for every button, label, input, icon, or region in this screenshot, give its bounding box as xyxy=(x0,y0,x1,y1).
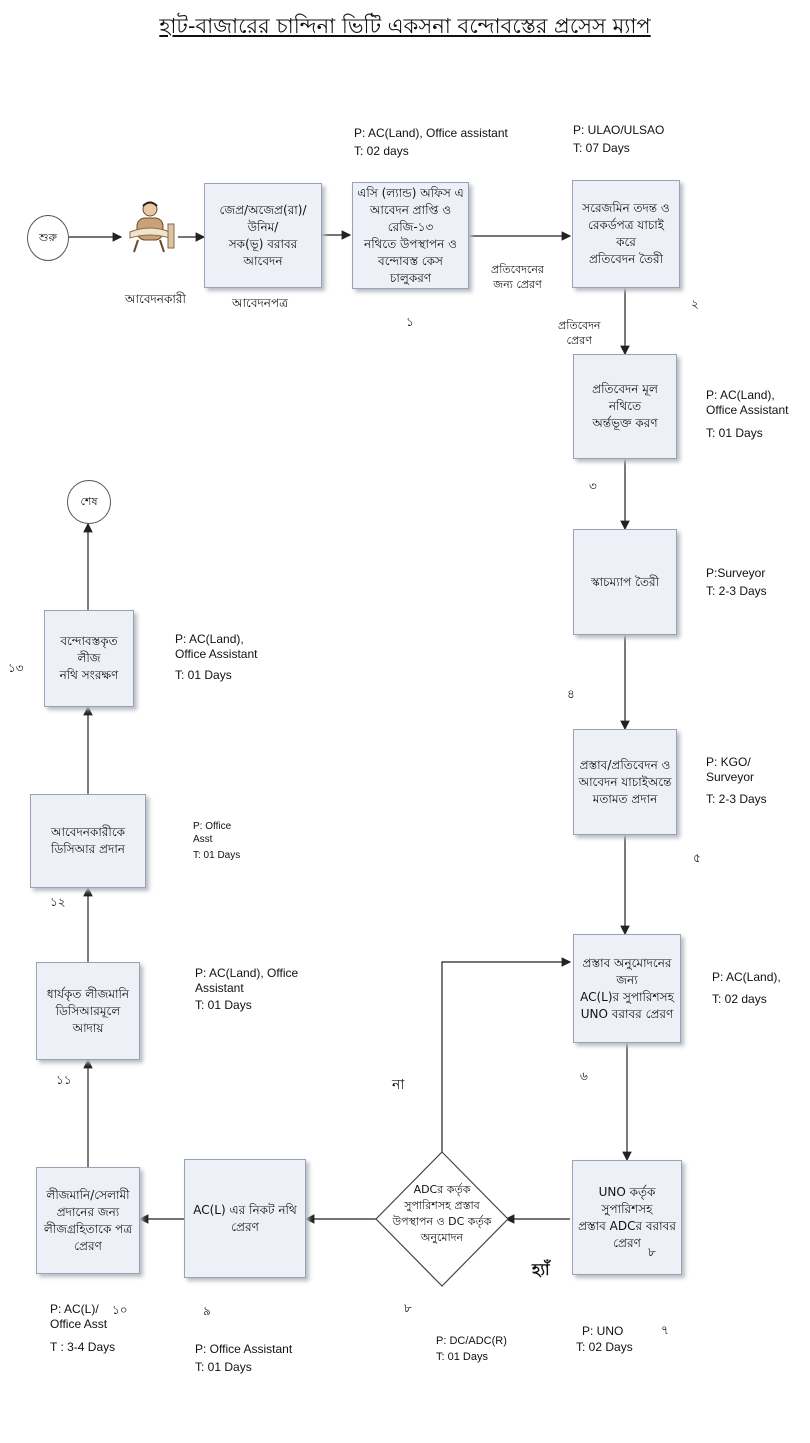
step-12-number: ১২ xyxy=(50,895,66,909)
step-13-box: বন্দোবস্তকৃত লীজ নথি সংরক্ষণ xyxy=(44,610,134,707)
step-9-person: P: Office Assistant xyxy=(195,1342,293,1356)
step-10-box: লীজমানি/সেলামী প্রদানের জন্য লীজগ্রহিতাক… xyxy=(36,1167,140,1274)
step-11-number: ১১ xyxy=(56,1073,72,1087)
step-8-person: P: DC/ADC(R) xyxy=(436,1335,507,1347)
decision-no-label: না xyxy=(392,1077,405,1093)
step-9-number: ৯ xyxy=(203,1304,211,1318)
step-2-box: সরেজমিন তদন্ত ও রেকর্ডপত্র যাচাই করে প্র… xyxy=(572,180,680,288)
step-7-time: T: 02 Days xyxy=(576,1340,633,1354)
step-10-time: T : 3-4 Days xyxy=(50,1340,116,1354)
step-13-number: ১৩ xyxy=(8,661,24,675)
step-5-time: T: 2-3 Days xyxy=(706,792,767,806)
step-1-box: এসি (ল্যান্ড) অফিস এ আবেদন প্রাপ্তি ও রে… xyxy=(352,182,469,289)
title: হাট-বাজারের চান্দিনা ভিটি একসনা বন্দোবস্… xyxy=(159,14,651,38)
step-7-box: UNO কর্তৃক সুপারিশসহ প্রস্তাব ADCর বরাবর… xyxy=(572,1160,682,1275)
edge-label-report-sent-1: প্রতিবেদনের জন্য প্রেরণ xyxy=(491,263,544,291)
step-12-box: আবেদনকারীকে ডিসিআর প্রদান xyxy=(30,794,146,888)
step-2-time: T: 07 Days xyxy=(573,141,630,155)
step-8-decision-text: ADCর কর্তৃক সুপারিশসহ প্রস্তাব উপস্থাপন … xyxy=(392,1183,492,1244)
step-4-time: T: 2-3 Days xyxy=(706,584,767,598)
step-12-time: T: 01 Days xyxy=(193,850,241,861)
step-7-text: UNO কর্তৃক সুপারিশসহ প্রস্তাব ADCর বরাবর… xyxy=(578,1184,676,1250)
arrow-decision-no-step6 xyxy=(441,957,572,1152)
step-7-inner-number: ৮ xyxy=(648,1245,656,1259)
step-8-number: ৮ xyxy=(404,1301,412,1315)
applicant-caption: আবেদনকারী xyxy=(125,292,186,306)
end-node: শেষ xyxy=(67,480,111,524)
step-3-box: প্রতিবেদন মূল নথিতে অর্ন্তভূক্ত করণ xyxy=(573,354,677,459)
step-7-number: ৭ xyxy=(661,1323,669,1337)
step-11-person: P: AC(Land), Office Assistant xyxy=(195,966,299,995)
application-caption: আবেদনপত্র xyxy=(232,296,288,310)
step-6-number: ৬ xyxy=(580,1069,588,1083)
step-9-time: T: 01 Days xyxy=(195,1360,252,1374)
step-8-time: T: 01 Days xyxy=(436,1351,488,1363)
decision-yes-label: হ্যাঁ xyxy=(532,1260,550,1279)
step-1-person: P: AC(Land), Office assistant xyxy=(354,126,508,140)
applicant-person-icon xyxy=(129,201,175,253)
step-6-time: T: 02 days xyxy=(712,992,767,1006)
start-node: শুরু xyxy=(27,215,69,261)
step-11-time: T: 01 Days xyxy=(195,998,252,1012)
step-11-box: ধার্যকৃত লীজমানি ডিসিআরমূলে আদায় xyxy=(36,962,140,1060)
step-12-person: P: Office Asst xyxy=(193,821,232,845)
step-4-box: স্কাচম্যাপ তৈরী xyxy=(573,529,677,635)
edge-label-report-sent-2: প্রতিবেদন প্রেরণ xyxy=(558,319,601,347)
step-10-number: ১০ xyxy=(112,1303,128,1317)
step-9-box: AC(L) এর নিকট নথি প্রেরণ xyxy=(184,1159,306,1278)
step-13-time: T: 01 Days xyxy=(175,668,232,682)
step-1-number: ১ xyxy=(406,315,414,329)
step-5-number: ৫ xyxy=(693,851,701,865)
step-10-person: P: AC(L)/ Office Asst xyxy=(50,1302,108,1331)
step-3-number: ৩ xyxy=(589,479,597,493)
step-7-person: P: UNO xyxy=(582,1324,624,1338)
step-1-time: T: 02 days xyxy=(354,144,409,158)
step-4-number: ৪ xyxy=(567,687,575,701)
step-3-time: T: 01 Days xyxy=(706,426,763,440)
decision-diamond xyxy=(375,1151,509,1287)
step-2-number: ২ xyxy=(691,297,699,311)
step-6-person: P: AC(Land), xyxy=(712,970,781,984)
step-13-person: P: AC(Land), Office Assistant xyxy=(175,632,258,661)
step-5-person: P: KGO/ Surveyor xyxy=(706,755,755,784)
step-2-person: P: ULAO/ULSAO xyxy=(573,123,665,137)
step-5-box: প্রস্তাব/প্রতিবেদন ও আবেদন যাচাইঅন্তে মত… xyxy=(573,729,677,835)
step-4-person: P:Surveyor xyxy=(706,566,766,580)
step-0-box: জেপ্র/অজেপ্র(রা)/উনিম/ সক(ভূ) বরাবর আবেদ… xyxy=(204,183,322,288)
step-3-person: P: AC(Land), Office Assistant xyxy=(706,388,789,417)
step-6-box: প্রস্তাব অনুমোদনের জন্য AC(L)র সুপারিশসহ… xyxy=(573,934,681,1043)
